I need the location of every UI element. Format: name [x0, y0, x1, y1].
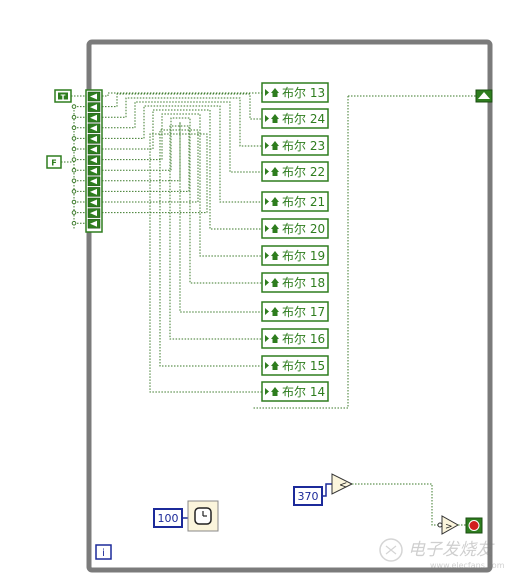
indicator-label: 布尔 17 — [282, 304, 325, 319]
wire-junction — [71, 125, 77, 131]
boolean-indicator[interactable]: 布尔 23 — [261, 135, 329, 156]
boolean-indicator[interactable]: 布尔 20 — [261, 218, 329, 239]
true-constant[interactable]: T — [54, 89, 72, 103]
compare-constant-value: 370 — [298, 490, 319, 503]
array-element[interactable] — [87, 176, 101, 187]
array-element[interactable] — [87, 165, 101, 176]
terminal-arrow-icon — [265, 362, 269, 369]
less-than-function[interactable]: < — [331, 473, 354, 495]
indicator-label: 布尔 24 — [282, 111, 325, 126]
array-element[interactable] — [87, 187, 101, 197]
boolean-indicator[interactable]: 布尔 24 — [261, 108, 329, 129]
wait-ms-value: 100 — [158, 512, 179, 525]
array-element[interactable] — [87, 218, 101, 229]
boolean-indicator[interactable]: 布尔 14 — [261, 381, 329, 402]
watermark-url: www.elecfans.com — [430, 561, 505, 570]
iteration-label: i — [102, 548, 105, 559]
tf-indicator-icon — [271, 88, 279, 93]
wire-junction — [71, 136, 77, 141]
compare-constant[interactable]: 370 — [293, 486, 323, 506]
tf-indicator-icon — [271, 334, 279, 339]
wait-ms-constant[interactable]: 100 — [153, 508, 183, 528]
boolean-indicator[interactable]: 布尔 15 — [261, 355, 329, 376]
indicator-label: 布尔 14 — [282, 384, 325, 399]
true-constant-label: T — [61, 94, 66, 102]
terminal-arrow-icon — [265, 308, 269, 315]
stop-condition-terminal[interactable] — [465, 517, 483, 534]
boolean-indicator[interactable]: 布尔 16 — [261, 328, 329, 349]
indicator-label: 布尔 16 — [282, 331, 325, 346]
tf-indicator-icon — [271, 278, 279, 283]
iteration-terminal[interactable]: i — [95, 544, 112, 560]
indicator-label: 布尔 21 — [282, 194, 325, 209]
not-function[interactable]: > — [437, 515, 460, 535]
wire-junction — [71, 114, 77, 120]
loop-tunnel-right[interactable] — [475, 89, 493, 103]
indicator-label: 布尔 18 — [282, 275, 325, 290]
array-element[interactable] — [87, 208, 101, 218]
tf-indicator-icon — [271, 167, 279, 172]
terminal-arrow-icon — [265, 225, 269, 232]
while-loop-frame[interactable] — [86, 39, 493, 573]
tf-indicator-icon — [271, 141, 279, 146]
boolean-indicator[interactable]: 布尔 13 — [261, 82, 329, 103]
terminal-arrow-icon — [265, 89, 269, 96]
svg-text:<: < — [339, 480, 347, 491]
indicator-label: 布尔 15 — [282, 358, 325, 373]
wait-function-icon[interactable] — [187, 500, 219, 532]
tf-indicator-icon — [271, 387, 279, 392]
terminal-arrow-icon — [265, 115, 269, 122]
wires — [102, 92, 262, 393]
wire-junction — [71, 220, 77, 226]
wire-junction — [71, 157, 77, 162]
array-element[interactable] — [87, 197, 101, 208]
wire-junction — [71, 199, 77, 205]
array-element[interactable] — [87, 144, 101, 155]
boolean-indicator[interactable]: 布尔 18 — [261, 272, 329, 293]
indicator-label: 布尔 19 — [282, 248, 325, 263]
svg-text:>: > — [445, 522, 453, 532]
array-element[interactable] — [87, 102, 101, 112]
tf-indicator-icon — [271, 224, 279, 229]
terminal-arrow-icon — [265, 335, 269, 342]
array-element[interactable] — [87, 91, 101, 102]
tf-indicator-icon — [271, 114, 279, 119]
array-element[interactable] — [87, 123, 101, 134]
indicator-label: 布尔 13 — [282, 85, 325, 100]
terminal-arrow-icon — [265, 388, 269, 395]
indicator-label: 布尔 22 — [282, 164, 325, 179]
wire-junction — [71, 167, 77, 173]
indicator-label: 布尔 23 — [282, 138, 325, 153]
terminal-arrow-icon — [265, 279, 269, 286]
wire-junction — [71, 210, 77, 215]
terminal-arrow-icon — [265, 252, 269, 259]
array-element[interactable] — [87, 134, 101, 144]
wire-junction — [71, 178, 77, 184]
tf-indicator-icon — [271, 361, 279, 366]
array-element[interactable] — [87, 155, 101, 165]
boolean-array-constant[interactable] — [85, 89, 103, 233]
terminal-arrow-icon — [265, 198, 269, 205]
false-constant-label: F — [51, 159, 56, 168]
wire-junction — [71, 189, 77, 194]
terminal-arrow-icon — [265, 142, 269, 149]
indicator-label: 布尔 20 — [282, 221, 325, 236]
wire-junction — [71, 104, 77, 109]
tf-indicator-icon — [271, 251, 279, 256]
boolean-indicator[interactable]: 布尔 21 — [261, 191, 329, 212]
boolean-indicator[interactable]: 布尔 19 — [261, 245, 329, 266]
watermark: 电子发烧友 www.elecfans.com — [379, 538, 505, 570]
wire-junction — [71, 146, 77, 152]
array-element[interactable] — [87, 112, 101, 123]
tf-indicator-icon — [271, 307, 279, 312]
watermark-text: 电子发烧友 — [408, 540, 495, 560]
terminal-arrow-icon — [265, 168, 269, 175]
false-constant[interactable]: F — [46, 155, 62, 169]
boolean-indicator[interactable]: 布尔 17 — [261, 301, 329, 322]
boolean-indicator[interactable]: 布尔 22 — [261, 161, 329, 182]
tf-indicator-icon — [271, 197, 279, 202]
